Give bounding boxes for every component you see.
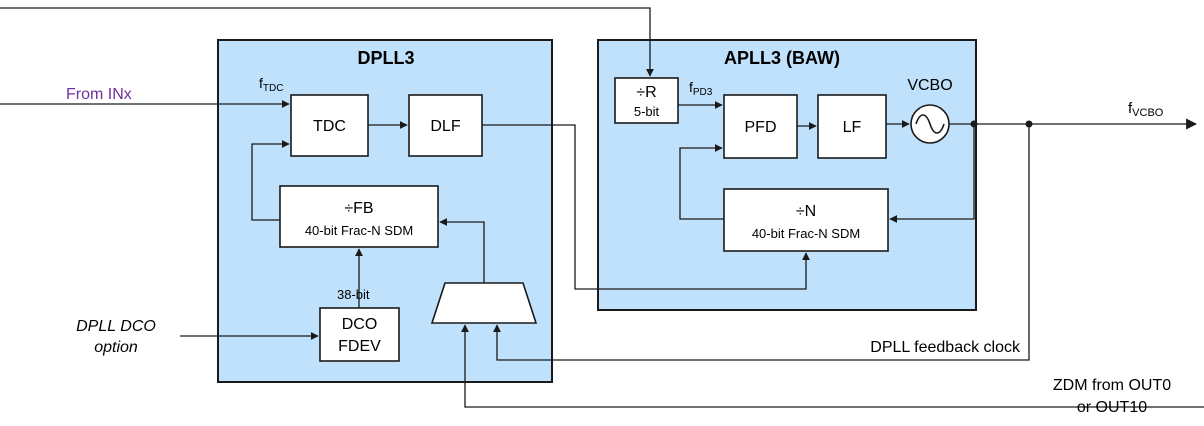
fb-divider-block <box>279 185 439 248</box>
dpll-feedback-clock-wire <box>493 124 1030 361</box>
fdev-label: FDEV <box>338 338 381 355</box>
dco-option-label-line1: DPLL DCO <box>76 318 156 335</box>
dlf-to-n-divider-wire <box>482 124 810 290</box>
dpll3-title: DPLL3 <box>357 48 414 68</box>
fb-to-tdc-wire <box>251 140 290 221</box>
sine-wave-icon <box>915 114 945 134</box>
dlf-label: DLF <box>430 118 460 135</box>
tdc-label: TDC <box>313 118 346 135</box>
f-vcbo-label: fVCBO <box>1128 100 1164 119</box>
pfd-block <box>723 94 798 159</box>
top-input-to-r-wire <box>0 7 654 77</box>
apll3-title: APLL3 (BAW) <box>724 48 840 68</box>
bits-38-label: 38-bit <box>337 287 370 302</box>
dco-option-label-line2: option <box>94 339 138 356</box>
n-divider-block <box>723 188 889 252</box>
zdm-label-line1: ZDM from OUT0 <box>1053 377 1171 394</box>
zdm-wire <box>461 324 1204 408</box>
lf-block <box>817 94 887 159</box>
vcbo-output-junction <box>970 120 978 128</box>
feedback-clock-label: DPLL feedback clock <box>870 339 1021 356</box>
dco-label: DCO <box>342 316 378 333</box>
r-divider-sublabel: 5-bit <box>634 104 660 119</box>
fb-divider-sublabel: 40-bit Frac-N SDM <box>305 223 413 238</box>
feedback-mux <box>430 282 538 324</box>
fb-divider-label: ÷FB <box>344 200 373 217</box>
n-divider-sublabel: 40-bit Frac-N SDM <box>752 226 860 241</box>
n-divider-label: ÷N <box>796 203 816 220</box>
vcbo-label: VCBO <box>907 77 952 94</box>
tdc-block <box>290 94 369 157</box>
r-divider-label: ÷R <box>636 84 656 101</box>
f-pd3-label: fPD3 <box>689 79 713 98</box>
r-divider-block <box>614 77 679 124</box>
vcbo-to-n-feedback-wire <box>889 124 975 223</box>
feedback-junction <box>1025 120 1033 128</box>
from-inx-label: From INx <box>66 86 132 103</box>
lf-label: LF <box>843 119 862 136</box>
pfd-label: PFD <box>745 119 777 136</box>
dco-fdev-block <box>319 307 400 362</box>
f-tdc-label: fTDC <box>259 75 283 94</box>
zdm-label-line2: or OUT10 <box>1077 399 1147 416</box>
mux-to-fb-wire <box>439 218 485 283</box>
n-to-pfd-wire <box>679 144 724 220</box>
